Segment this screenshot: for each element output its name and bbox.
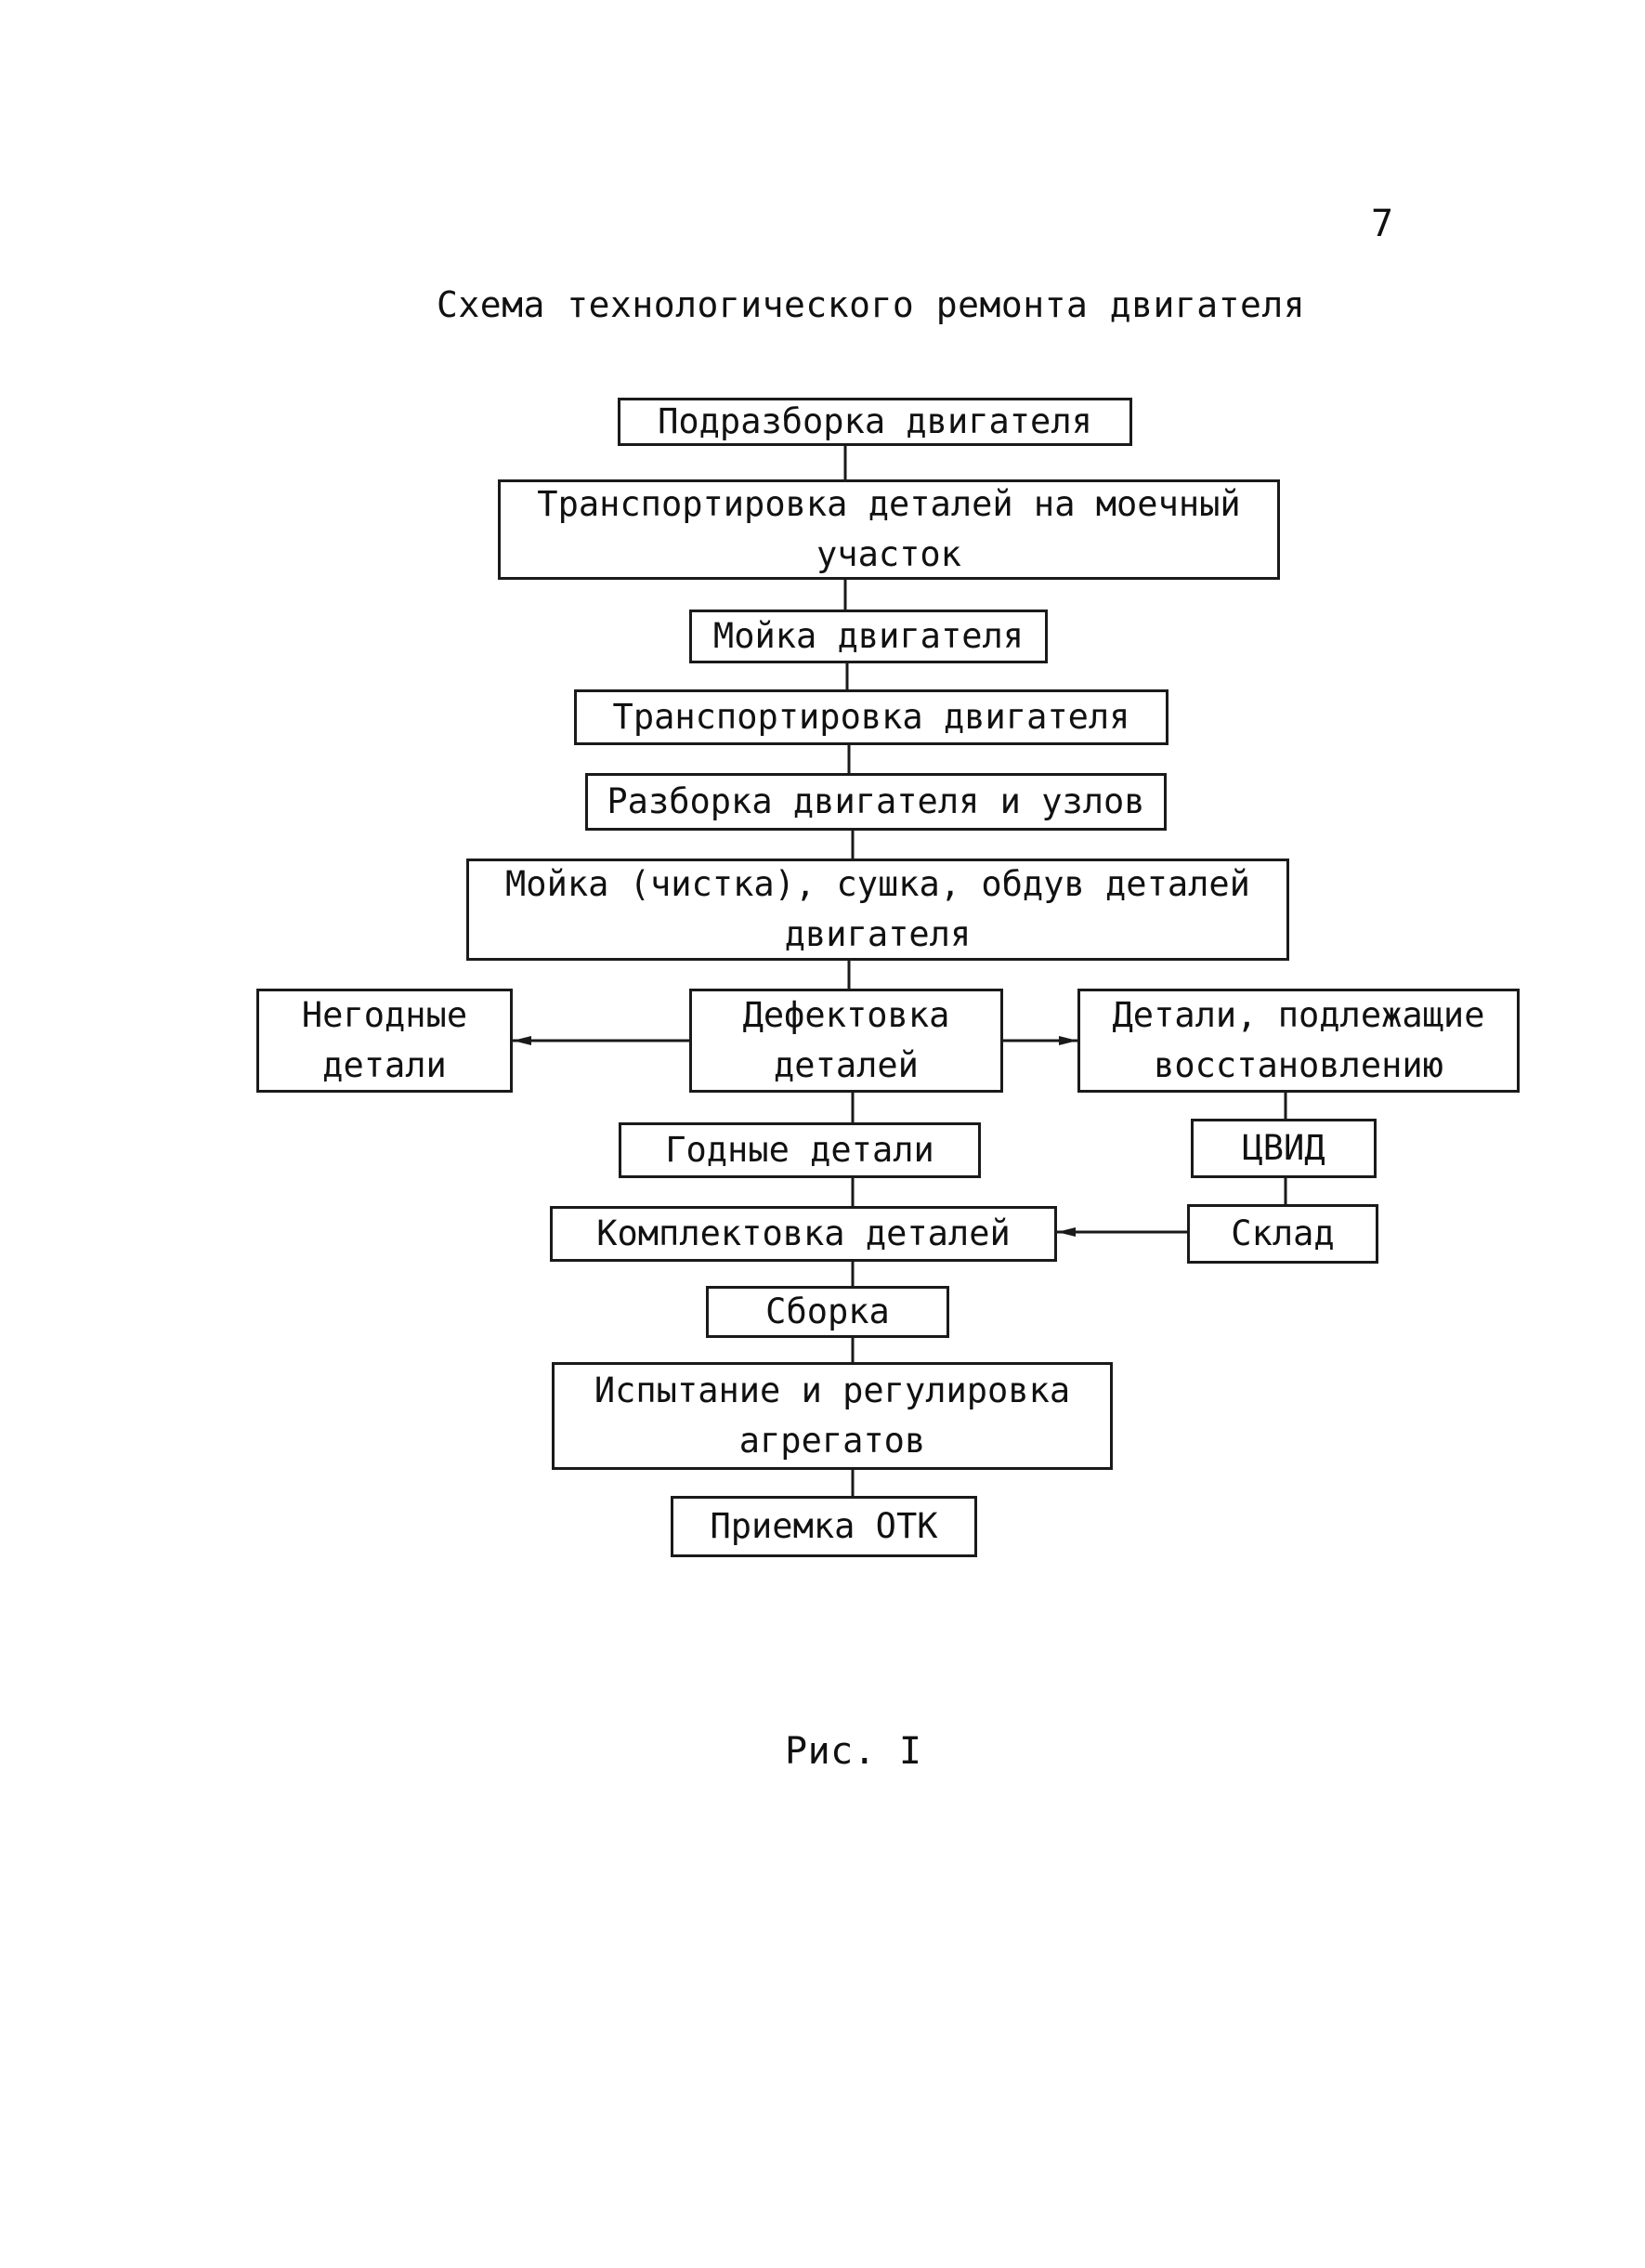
box-label: Сборка (765, 1291, 890, 1331)
box-label: Комплектовка деталей (596, 1213, 1011, 1253)
box-label: Транспортировка двигателя (612, 697, 1130, 737)
figure-caption: Рис. I (785, 1730, 922, 1773)
box-label: Испытание и регулировка агрегатов (594, 1370, 1071, 1461)
box-assembly: Сборка (706, 1286, 949, 1338)
box-label: Негодные детали (301, 995, 468, 1085)
box-label: Мойка (чистка), сушка, обдув деталей дви… (505, 864, 1250, 954)
box-label: Разборка двигателя и узлов (607, 781, 1145, 821)
box-label: Мойка двигателя (712, 616, 1025, 656)
box-warehouse: Склад (1187, 1204, 1378, 1264)
box-label: Транспортировка деталей на моечный участ… (537, 484, 1241, 574)
box-defect-inspection: Дефектовка деталей (689, 989, 1003, 1093)
box-disassembly-partial: Подразборка двигателя (618, 398, 1132, 446)
box-parts-kitting: Комплектовка деталей (550, 1206, 1057, 1262)
box-label: ЦВИД (1242, 1128, 1325, 1168)
box-label: Приемка ОТК (710, 1506, 938, 1546)
box-engine-transport: Транспортировка двигателя (574, 689, 1168, 745)
box-parts-to-restore: Детали, подлежащие восстановлению (1077, 989, 1520, 1093)
box-parts-cleaning: Мойка (чистка), сушка, обдув деталей дви… (466, 859, 1289, 961)
box-testing-adjustment: Испытание и регулировка агрегатов (552, 1362, 1113, 1470)
box-qc-acceptance: Приемка ОТК (671, 1496, 977, 1557)
page-number: 7 (1371, 203, 1394, 245)
diagram-title: Схема технологического ремонта двигателя (437, 284, 1306, 325)
box-usable-parts: Годные детали (619, 1122, 981, 1178)
box-disassembly-units: Разборка двигателя и узлов (585, 773, 1167, 831)
box-engine-washing: Мойка двигателя (689, 610, 1048, 663)
box-label: Детали, подлежащие восстановлению (1112, 995, 1485, 1085)
box-label: Склад (1231, 1213, 1335, 1253)
box-label: Годные детали (665, 1130, 934, 1170)
box-tsvid: ЦВИД (1191, 1119, 1377, 1178)
box-label: Дефектовка деталей (742, 995, 950, 1085)
box-unusable-parts: Негодные детали (256, 989, 513, 1093)
box-label: Подразборка двигателя (658, 401, 1092, 441)
box-transport-to-washing: Транспортировка деталей на моечный участ… (498, 479, 1280, 580)
